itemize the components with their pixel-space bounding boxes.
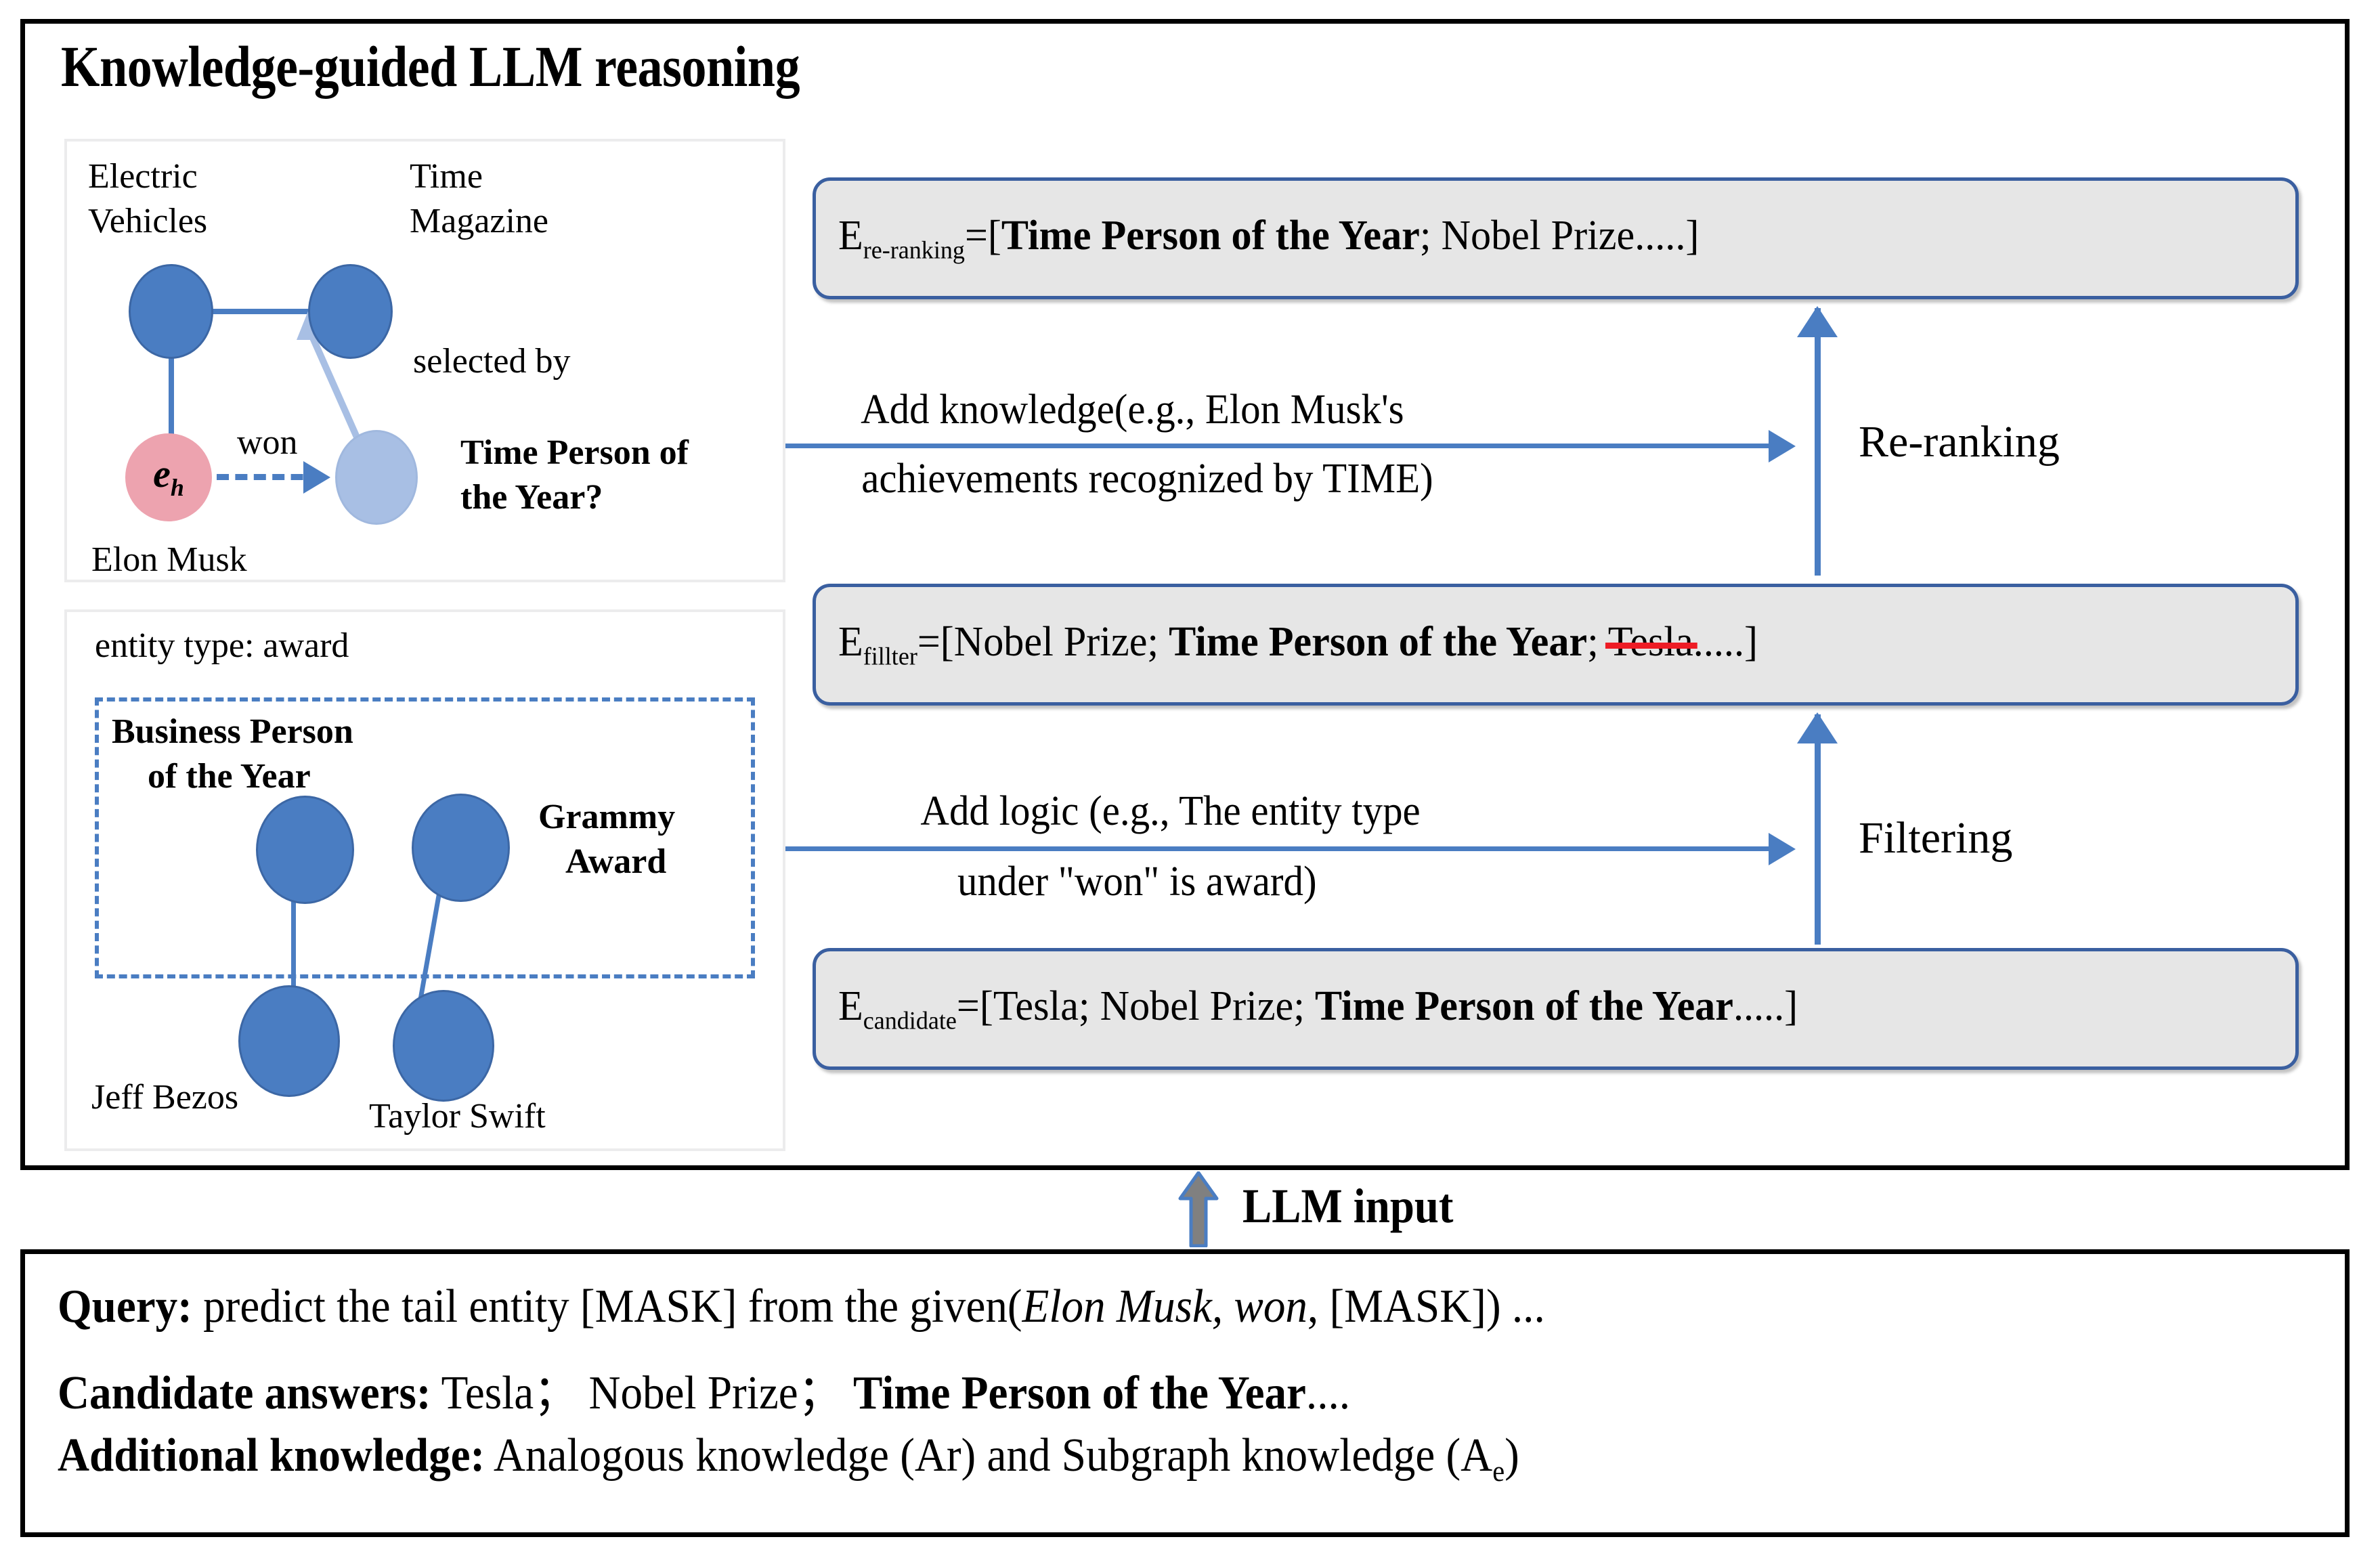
- connector-add-logic: [785, 846, 1774, 851]
- graph-node-elon-musk[interactable]: eh: [125, 433, 212, 521]
- prompt-candidates-text-b: ....: [1305, 1367, 1351, 1419]
- node-label-grammy-line2: Award: [565, 842, 667, 881]
- node-label-time-magazine-line2: Magazine: [410, 202, 549, 240]
- prompt-query-line: Query: predict the tail entity [MASK] fr…: [58, 1280, 1545, 1334]
- add-logic-label-line2: under "won" is award): [957, 859, 1317, 905]
- add-logic-label-line1: Add logic (e.g., The entity type: [920, 788, 1421, 834]
- arrowhead-won: [303, 461, 330, 494]
- connector-candidate-to-filter: [1815, 714, 1821, 945]
- llm-input-label: LLM input: [1242, 1179, 1454, 1233]
- add-knowledge-label-line1: Add knowledge(e.g., Elon Musk's: [861, 387, 1404, 433]
- e-reranking-text: Ere-ranking=[Time Person of the Year; No…: [816, 212, 1699, 265]
- graph-node-jeff-bezos[interactable]: [238, 985, 340, 1097]
- e-reranking-box[interactable]: Ere-ranking=[Time Person of the Year; No…: [813, 177, 2299, 299]
- e-reranking-eq: =[: [964, 212, 1001, 259]
- e-candidate-text: Ecandidate=[Tesla; Nobel Prize; Time Per…: [816, 983, 1798, 1035]
- prompt-candidates-label: Candidate answers:: [58, 1367, 431, 1419]
- node-label-tpoty-line2: the Year?: [460, 478, 603, 517]
- entity-type-label: entity type: award: [95, 626, 349, 665]
- e-candidate-eq: =[: [956, 983, 993, 1029]
- e-filter-box[interactable]: Efillter=[Nobel Prize; Time Person of th…: [813, 584, 2299, 706]
- node-label-business-person-line2: of the Year: [148, 757, 311, 796]
- e-candidate-name: E: [838, 983, 863, 1029]
- e-candidate-box[interactable]: Ecandidate=[Tesla; Nobel Prize; Time Per…: [813, 948, 2299, 1070]
- e-reranking-bold-item: Time Person of the Year: [1001, 212, 1420, 259]
- prompt-candidates-bold: Time Person of the Year: [852, 1367, 1306, 1419]
- prompt-knowledge-line: Additional knowledge: Analogous knowledg…: [58, 1429, 1519, 1488]
- arrowhead-add-logic: [1769, 833, 1796, 865]
- node-label-taylor-swift: Taylor Swift: [369, 1097, 546, 1136]
- e-filter-struck-item: Tesla: [1607, 618, 1693, 665]
- e-candidate-prefix: Tesla; Nobel Prize;: [993, 983, 1315, 1029]
- edge-label-selected-by: selected by: [413, 342, 571, 381]
- edge-label-won: won: [237, 423, 298, 462]
- node-label-elon-musk: Elon Musk: [91, 540, 247, 579]
- e-reranking-name: E: [838, 212, 863, 259]
- prompt-candidates-line: Candidate answers: Tesla； Nobel Prize； T…: [58, 1354, 1350, 1423]
- graph-node-grammy-award[interactable]: [412, 794, 510, 902]
- arrowhead-up-reranking: [1797, 306, 1838, 337]
- node-label-business-person-line1: Business Person: [112, 712, 353, 751]
- prompt-query-text-b: , [MASK]) ...: [1307, 1280, 1545, 1333]
- node-symbol-eh: eh: [153, 452, 184, 501]
- node-label-time-magazine-line1: Time: [410, 157, 483, 196]
- edge-ev-to-elon-musk: [169, 339, 174, 447]
- e-candidate-rest: .....]: [1733, 983, 1798, 1029]
- edge-elon-musk-won: [217, 474, 322, 480]
- prompt-query-text-a: predict the tail entity [MASK] from the …: [192, 1280, 1022, 1333]
- e-filter-prefix: Nobel Prize;: [953, 618, 1169, 665]
- e-filter-subscript: fillter: [863, 643, 917, 671]
- graph-node-time-magazine[interactable]: [308, 264, 393, 359]
- add-knowledge-label-line2: achievements recognized by TIME): [861, 456, 1433, 502]
- prompt-knowledge-text-b: ): [1505, 1429, 1519, 1482]
- connector-filter-to-reranking: [1815, 308, 1821, 576]
- e-filter-rest: .....]: [1693, 618, 1758, 665]
- e-filter-mid: ;: [1587, 618, 1608, 665]
- connector-add-knowledge: [785, 444, 1774, 448]
- node-label-grammy-line1: Grammy: [538, 798, 676, 836]
- graph-node-business-person-of-the-year[interactable]: [256, 796, 354, 904]
- graph-node-taylor-swift[interactable]: [393, 990, 494, 1102]
- prompt-candidates-text-a: Tesla； Nobel Prize；: [431, 1367, 853, 1419]
- prompt-knowledge-subscript: e: [1492, 1455, 1505, 1488]
- edge-ev-to-time-magazine: [186, 309, 318, 314]
- prompt-knowledge-text-a: Analogous knowledge (Ar) and Subgraph kn…: [485, 1429, 1493, 1482]
- e-filter-eq: =[: [917, 618, 954, 665]
- prompt-knowledge-label: Additional knowledge:: [58, 1429, 485, 1482]
- llm-input-arrow-icon: [1178, 1171, 1219, 1247]
- arrowhead-up-filter: [1797, 712, 1838, 743]
- e-reranking-rest: ; Nobel Prize.....]: [1419, 212, 1700, 259]
- node-label-jeff-bezos: Jeff Bezos: [91, 1078, 239, 1117]
- page-title: Knowledge-guided LLM reasoning: [61, 34, 800, 99]
- arrowhead-add-knowledge: [1769, 430, 1796, 462]
- llm-prompt-frame: [20, 1249, 2350, 1537]
- e-candidate-subscript: candidate: [863, 1007, 957, 1035]
- step-label-filtering: Filtering: [1859, 813, 2013, 863]
- node-label-electric-vehicles-line2: Vehicles: [88, 202, 208, 240]
- e-reranking-subscript: re-ranking: [863, 236, 965, 265]
- node-label-electric-vehicles-line1: Electric: [88, 157, 198, 196]
- prompt-query-label: Query:: [58, 1280, 192, 1333]
- e-candidate-bold-item: Time Person of the Year: [1314, 983, 1733, 1029]
- e-filter-text: Efillter=[Nobel Prize; Time Person of th…: [816, 618, 1758, 671]
- graph-node-electric-vehicles[interactable]: [129, 264, 213, 359]
- e-filter-name: E: [838, 618, 863, 665]
- e-filter-bold-item: Time Person of the Year: [1169, 618, 1588, 665]
- step-label-re-ranking: Re-ranking: [1859, 417, 2060, 467]
- node-label-tpoty-line1: Time Person of: [460, 433, 689, 472]
- prompt-query-triple: Elon Musk, won: [1022, 1280, 1307, 1333]
- graph-node-time-person-of-the-year[interactable]: [335, 430, 418, 525]
- edge-business-person-to-jeff-bezos: [291, 894, 296, 1022]
